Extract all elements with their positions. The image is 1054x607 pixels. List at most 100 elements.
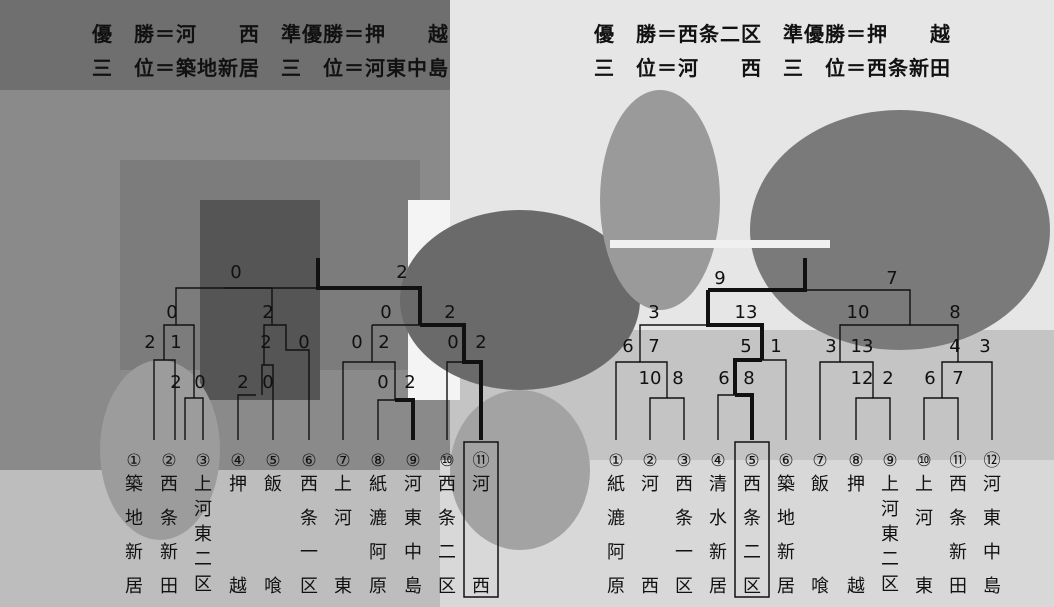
team-name-char: 居 bbox=[709, 576, 727, 597]
team-name-char: 条 bbox=[300, 508, 318, 529]
team-name-char bbox=[847, 542, 865, 563]
score: 6 bbox=[622, 336, 633, 357]
team-name-char: 地 bbox=[125, 508, 143, 529]
bracket-line bbox=[762, 359, 787, 440]
team-seed: ⑦ bbox=[335, 451, 350, 471]
bracket-line bbox=[446, 361, 464, 440]
team-name-char bbox=[472, 542, 490, 563]
team-name-char: 築 bbox=[777, 474, 795, 495]
score: 10 bbox=[847, 302, 870, 323]
team-name-char: 中 bbox=[983, 542, 1001, 563]
team-name-char: 河 bbox=[881, 499, 899, 520]
team-name-char: 中 bbox=[404, 542, 422, 563]
team-name-char: 新 bbox=[160, 542, 178, 563]
team-name-char: 区 bbox=[881, 574, 899, 595]
bracket-line bbox=[649, 397, 685, 440]
team-name-char: 東 bbox=[194, 524, 212, 545]
bracket-line bbox=[819, 324, 860, 440]
team-seed: ① bbox=[126, 451, 141, 471]
bracket-line bbox=[717, 394, 735, 440]
team-name-char: 一 bbox=[300, 542, 318, 563]
bracket-line-winner bbox=[316, 258, 422, 325]
team-seed: ⑪ bbox=[950, 451, 967, 471]
team-name-char: 区 bbox=[743, 576, 761, 597]
score: 0 bbox=[194, 372, 205, 393]
bracket-line bbox=[261, 364, 274, 440]
score: 2 bbox=[144, 332, 155, 353]
bracket-line bbox=[805, 289, 911, 326]
team-name-char: 河 bbox=[404, 474, 422, 495]
team-name-char: 東 bbox=[404, 508, 422, 529]
score: 0 bbox=[447, 332, 458, 353]
team-name-char: 西 bbox=[641, 576, 659, 597]
bracket-line bbox=[639, 324, 668, 398]
team-seed: ③ bbox=[195, 451, 210, 471]
team-name-char: 西 bbox=[300, 474, 318, 495]
score: 2 bbox=[444, 302, 455, 323]
team-seed: ⑥ bbox=[301, 451, 316, 471]
team-name-char: 区 bbox=[300, 576, 318, 597]
team-name-char: 上 bbox=[881, 474, 899, 495]
score: 2 bbox=[260, 332, 271, 353]
team-name-char: 新 bbox=[777, 542, 795, 563]
score: 13 bbox=[851, 336, 874, 357]
team-seed: ⑧ bbox=[370, 451, 385, 471]
score: 2 bbox=[404, 372, 415, 393]
team-name-char: 越 bbox=[847, 576, 865, 597]
team-name-char: 条 bbox=[675, 508, 693, 529]
team-seed: ⑩ bbox=[439, 451, 454, 471]
team-name-char: 東 bbox=[915, 576, 933, 597]
team-name-char: 区 bbox=[438, 576, 456, 597]
team-name-char: 紙 bbox=[369, 474, 387, 495]
team-seed: ⑫ bbox=[984, 451, 1001, 471]
team-name-char bbox=[641, 542, 659, 563]
score: 0 bbox=[377, 372, 388, 393]
score: 8 bbox=[949, 302, 960, 323]
bracket-line bbox=[923, 397, 942, 440]
team-name-char: 越 bbox=[229, 576, 247, 597]
team-name-char: 新 bbox=[709, 542, 727, 563]
team-seed: ⑤ bbox=[265, 451, 280, 471]
score: 7 bbox=[886, 268, 897, 289]
left-header-line-1: 優 勝＝河 西 準優勝＝押 越 bbox=[92, 22, 449, 46]
score: 4 bbox=[949, 336, 960, 357]
team-name-char: 上 bbox=[334, 474, 352, 495]
team-name-char: 紙 bbox=[607, 474, 625, 495]
team-name-char bbox=[264, 508, 282, 529]
bracket-line bbox=[377, 399, 395, 440]
score: 3 bbox=[825, 336, 836, 357]
bracket-line-winner bbox=[420, 323, 483, 440]
bracket-line bbox=[263, 324, 310, 440]
team-name-char: 築 bbox=[125, 474, 143, 495]
score: 2 bbox=[882, 368, 893, 389]
score: 6 bbox=[718, 368, 729, 389]
score: 7 bbox=[648, 336, 659, 357]
team-name-char: 二 bbox=[743, 542, 761, 563]
team-name-char: 新 bbox=[949, 542, 967, 563]
team-name-char: 居 bbox=[125, 576, 143, 597]
bracket-line bbox=[184, 397, 204, 440]
score: 0 bbox=[351, 332, 362, 353]
bracket-line-winner bbox=[708, 258, 807, 292]
score: 0 bbox=[166, 302, 177, 323]
score: 2 bbox=[396, 262, 407, 283]
team-name-char: 阿 bbox=[369, 542, 387, 563]
team-name-char: 西 bbox=[472, 576, 490, 597]
score: 2 bbox=[170, 372, 181, 393]
team-name-char bbox=[811, 542, 829, 563]
team-name-char: 河 bbox=[334, 508, 352, 529]
team-name-char: 新 bbox=[125, 542, 143, 563]
bracket-line bbox=[163, 324, 195, 398]
bracket-line-winner bbox=[706, 290, 764, 360]
bracket-line-winner bbox=[733, 358, 762, 395]
left-header-line-2: 三 位＝築地新居 三 位＝河東中島 bbox=[92, 56, 449, 80]
team-name-char bbox=[811, 508, 829, 529]
score: 2 bbox=[475, 332, 486, 353]
team-seed: ⑤ bbox=[744, 451, 759, 471]
team-name-char: 地 bbox=[777, 508, 795, 529]
team-name-char: 二 bbox=[881, 549, 899, 570]
team-name-char: 二 bbox=[194, 549, 212, 570]
team-name-char bbox=[264, 542, 282, 563]
score: 0 bbox=[298, 332, 309, 353]
